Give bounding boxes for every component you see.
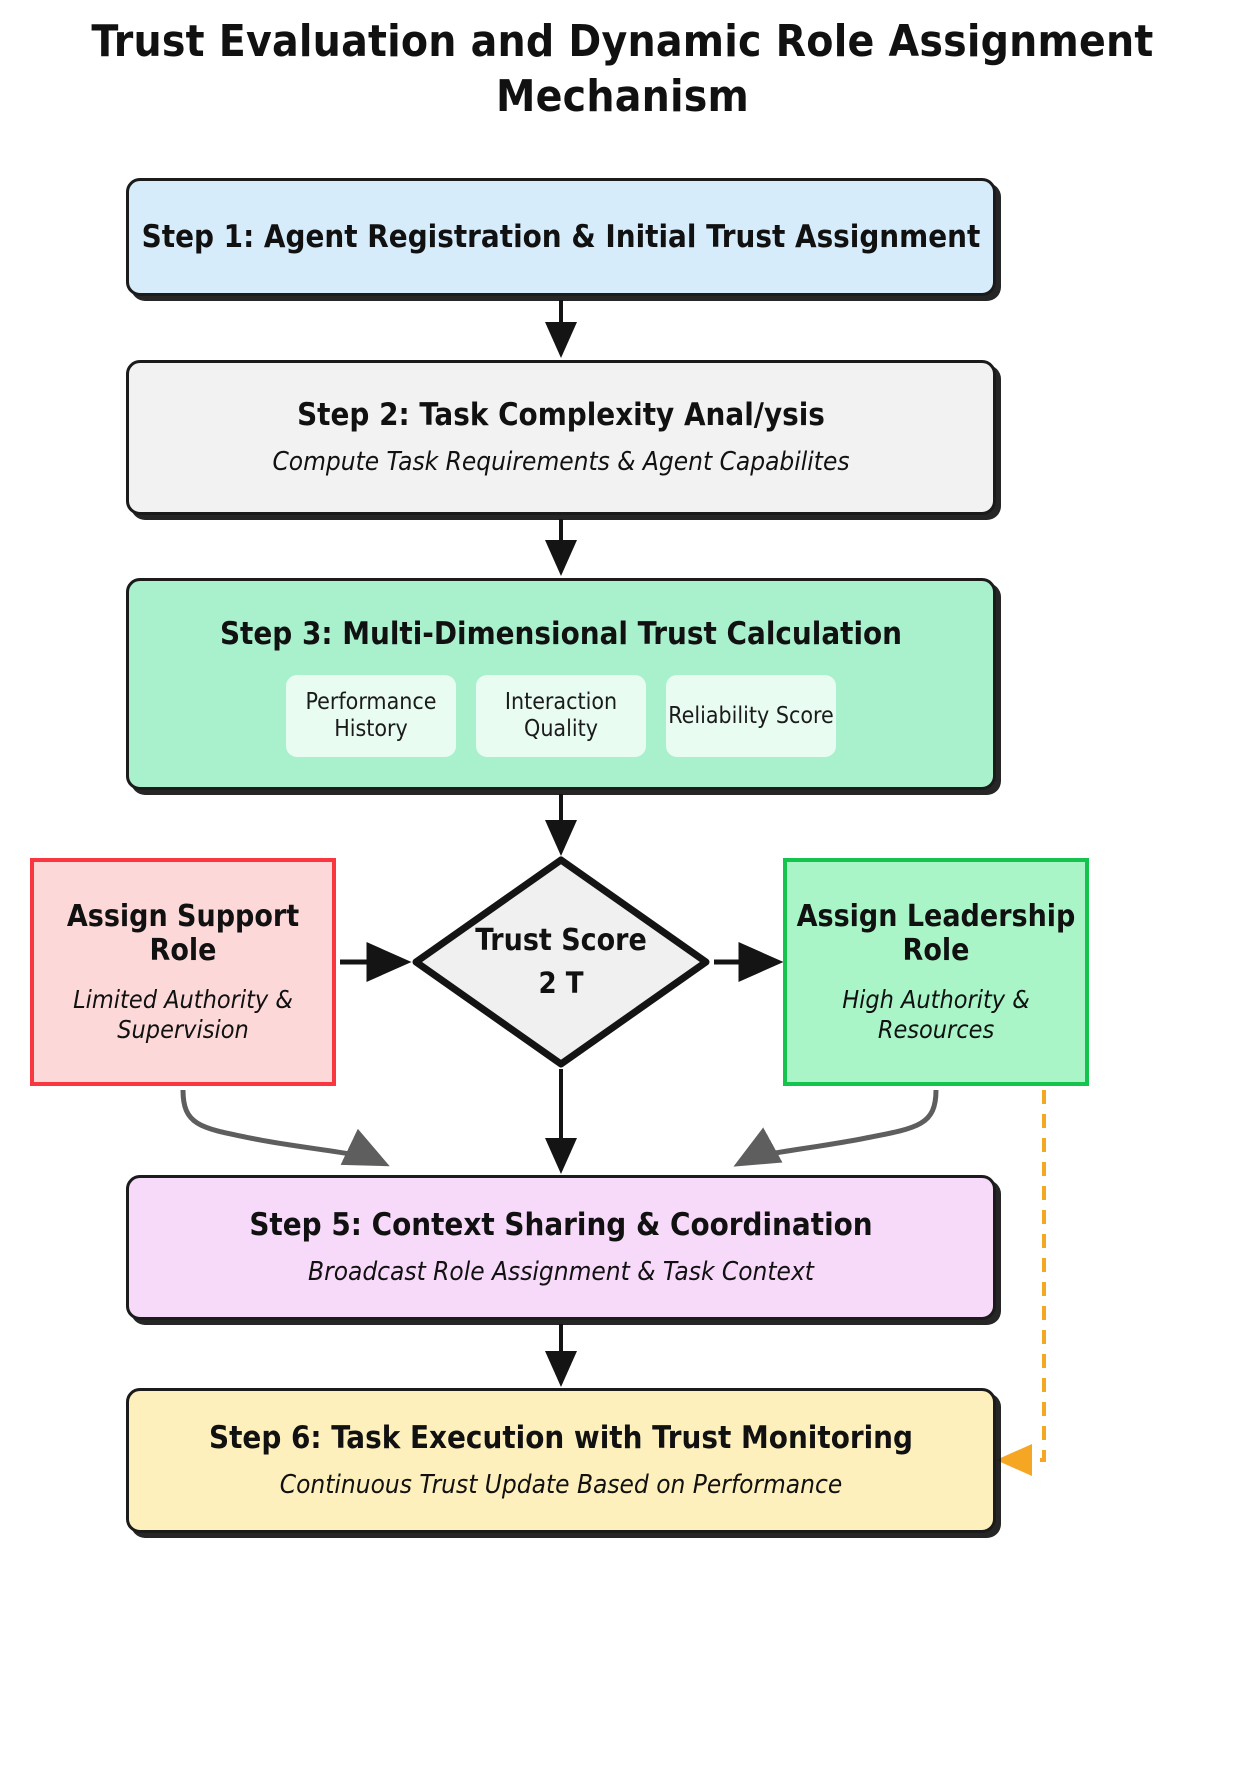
diamond-shape xyxy=(412,856,710,1068)
trust-factor-interaction-quality[interactable]: Interaction Quality xyxy=(476,675,646,758)
trust-factor-reliability-score[interactable]: Reliability Score xyxy=(666,675,836,758)
step6-title: Step 6: Task Execution with Trust Monito… xyxy=(209,1419,913,1456)
node-step5[interactable]: Step 5: Context Sharing & Coordination B… xyxy=(126,1175,996,1320)
trust-factor-list: Performance History Interaction Quality … xyxy=(286,675,836,758)
trust-factor-performance-history[interactable]: Performance History xyxy=(286,675,456,758)
connector-leadership-to-step5 xyxy=(733,1089,939,1167)
step5-subtitle: Broadcast Role Assignment & Task Context xyxy=(308,1256,814,1287)
connector-support-to-step5 xyxy=(180,1089,390,1167)
leadership-role-title: Assign Leadership Role xyxy=(796,898,1076,968)
leadership-role-subtitle: High Authority & Resources xyxy=(842,985,1030,1044)
step2-title: Step 2: Task Complexity Anal/ysis xyxy=(297,396,825,433)
page-title: Trust Evaluation and Dynamic Role Assign… xyxy=(91,16,1154,123)
node-step2[interactable]: Step 2: Task Complexity Anal/ysis Comput… xyxy=(126,360,996,515)
step2-subtitle: Compute Task Requirements & Agent Capabi… xyxy=(272,446,850,477)
node-step3[interactable]: Step 3: Multi-Dimensional Trust Calculat… xyxy=(126,578,996,790)
step6-subtitle: Continuous Trust Update Based on Perform… xyxy=(279,1469,843,1500)
support-role-subtitle: Limited Authority & Supervision xyxy=(73,985,293,1044)
step5-title: Step 5: Context Sharing & Coordination xyxy=(249,1206,873,1243)
node-assign-leadership-role[interactable]: Assign Leadership Role High Authority & … xyxy=(783,858,1089,1086)
decision-title: Trust Score xyxy=(475,923,647,959)
step3-title: Step 3: Multi-Dimensional Trust Calculat… xyxy=(219,615,903,652)
feedback-loop-trust-update xyxy=(996,1090,1046,1476)
decision-threshold: 2 T xyxy=(538,965,584,1000)
node-step6[interactable]: Step 6: Task Execution with Trust Monito… xyxy=(126,1388,996,1533)
step1-title: Step 1: Agent Registration & Initial Tru… xyxy=(141,218,981,255)
support-role-title: Assign Support Role xyxy=(66,898,300,968)
node-decision-trust-score[interactable]: Trust Score 2 T xyxy=(411,855,711,1069)
node-assign-support-role[interactable]: Assign Support Role Limited Authority & … xyxy=(30,858,336,1086)
node-step1[interactable]: Step 1: Agent Registration & Initial Tru… xyxy=(126,178,996,296)
